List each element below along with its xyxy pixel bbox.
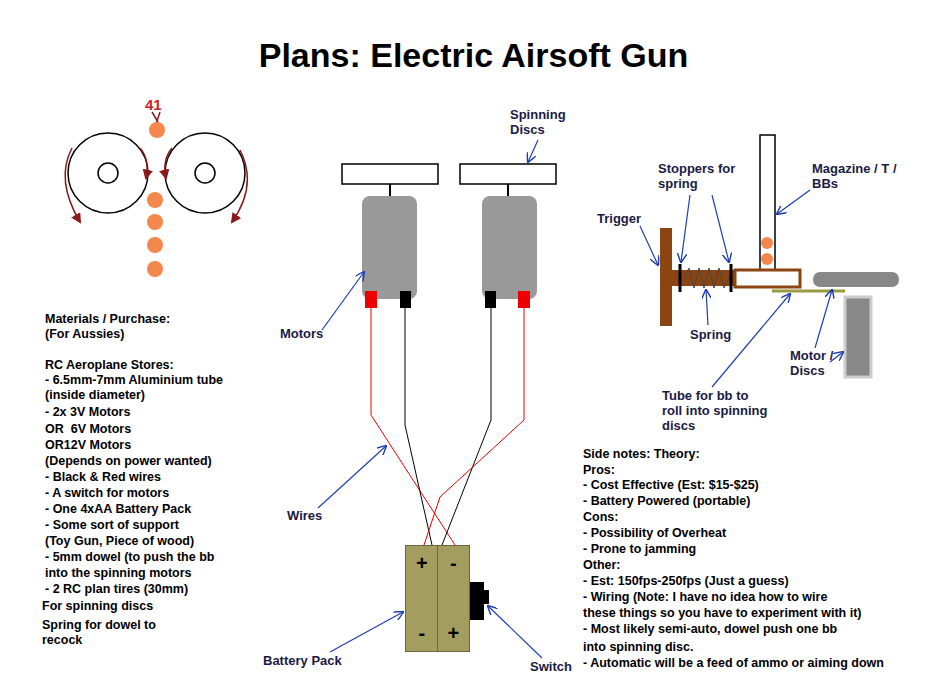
materials-note: - Black & Red wires	[45, 470, 161, 484]
side-note: into spinning disc.	[583, 640, 693, 654]
materials-note: (For Aussies)	[45, 327, 124, 341]
side-note: Side notes: Theory:	[583, 447, 700, 461]
part-label: Switch	[530, 660, 572, 675]
materials-note: OR 6V Motors	[45, 422, 131, 436]
side-note: - Est: 150fps-250fps (Just a guess)	[583, 574, 789, 588]
disc-top-view	[68, 133, 245, 213]
part-label: Tube for bb to roll into spinning discs	[662, 389, 770, 434]
polarity-sign: -	[406, 616, 438, 651]
switch-symbol	[470, 582, 489, 620]
materials-note: - A switch for motors	[45, 486, 169, 500]
materials-note: - 6.5mm-7mm Aluminium tube	[45, 373, 223, 387]
part-label: Motors	[280, 327, 323, 342]
polarity-sign: +	[438, 616, 470, 651]
side-note: Pros:	[583, 463, 615, 477]
materials-note: (inside diameter)	[45, 388, 145, 402]
materials-note: - 2 RC plan tires (30mm)	[45, 582, 188, 596]
materials-note: OR12V Motors	[45, 438, 131, 452]
page-title: Plans: Electric Airsoft Gun	[0, 36, 947, 75]
side-note: Cons:	[583, 510, 618, 524]
polarity-sign: +	[406, 546, 438, 581]
callout-number: 41	[145, 96, 162, 113]
bb-pellets	[147, 122, 165, 277]
side-note: - Wiring (Note: I have no idea how to wi…	[583, 590, 827, 604]
side-note: - Prone to jamming	[583, 542, 696, 556]
materials-note: Materials / Purchase:	[45, 312, 170, 326]
part-label: Trigger	[597, 212, 641, 227]
part-label: Motor / Discs	[790, 349, 848, 379]
side-note: - Automatic will be a feed of ammo or ai…	[583, 656, 884, 670]
cell-divider	[437, 546, 438, 651]
rotation-arrows	[65, 112, 247, 222]
wires	[371, 308, 524, 545]
side-note: - Possibility of Overheat	[583, 526, 726, 540]
materials-note: - One 4xAA Battery Pack	[45, 502, 191, 516]
materials-note: - Some sort of support	[45, 518, 179, 532]
side-note: these things so you have to experiment w…	[583, 606, 862, 620]
part-label: Magazine / T / BBs	[812, 162, 916, 192]
materials-note: - 5mm dowel (to push the bb	[45, 550, 214, 564]
side-note: - Most likely semi-auto, dowel push one …	[583, 622, 837, 636]
materials-note: recock	[42, 633, 82, 647]
part-label: Stoppers for spring	[658, 162, 752, 192]
polarity-sign: -	[438, 546, 470, 581]
part-label: Wires	[287, 509, 322, 524]
part-label: Spinning Discs	[510, 108, 576, 138]
part-label: Spring	[690, 328, 731, 343]
materials-note: RC Aeroplane Stores:	[45, 358, 174, 372]
part-label: Battery Pack	[263, 654, 342, 669]
motor-assembly	[342, 164, 556, 308]
materials-note: Spring for dowel to	[42, 618, 156, 632]
materials-note: For spinning discs	[42, 599, 153, 613]
materials-note: into the spinning motors	[45, 566, 192, 580]
battery-pack: +--+	[405, 545, 470, 652]
leader-lines	[318, 140, 843, 658]
side-note: - Battery Powered (portable)	[583, 494, 750, 508]
materials-note: (Toy Gun, Piece of wood)	[45, 534, 194, 548]
materials-note: - 2x 3V Motors	[45, 405, 130, 419]
materials-note: (Depends on power wanted)	[45, 454, 212, 468]
side-note: - Cost Effective (Est: $15-$25)	[583, 478, 759, 492]
side-note: Other:	[583, 558, 621, 572]
